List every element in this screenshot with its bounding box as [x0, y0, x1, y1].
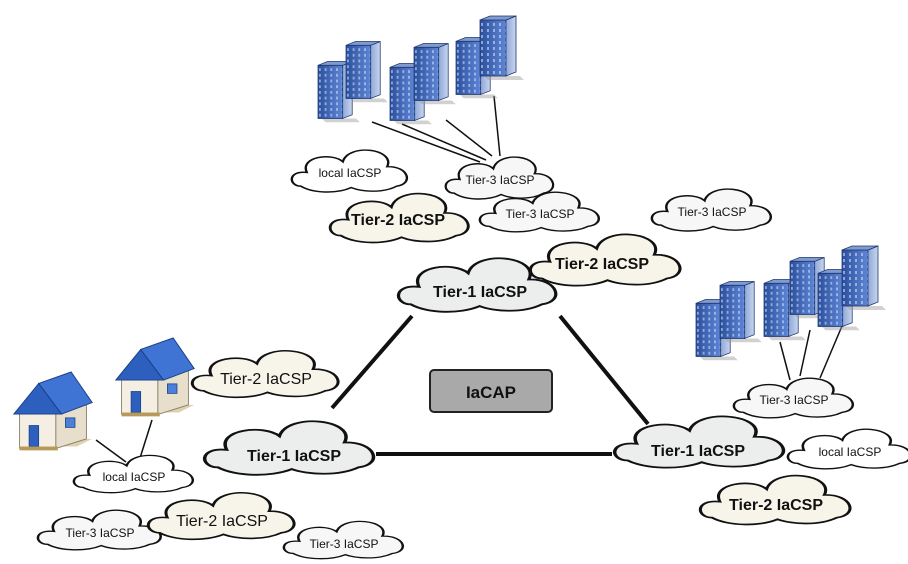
cloud-label: Tier-2 IaCSP [351, 212, 445, 229]
link-building-to-tier3 [493, 95, 501, 157]
cloud-label: local IaCSP [103, 470, 166, 484]
office-building-icon [345, 41, 389, 103]
cloud-label: Tier-2 IaCSP [176, 513, 268, 530]
office-building-icon [719, 281, 763, 343]
cloud-label: Tier-2 IaCSP [729, 497, 823, 514]
office-building-icon [479, 15, 525, 81]
link-building-to-tier3 [401, 123, 487, 161]
cloud-label: Tier-3 IaCSP [466, 173, 535, 187]
link-house-to-local [139, 419, 153, 459]
iacap-label: IaCAP [466, 383, 516, 402]
tier1-triangle [330, 314, 650, 456]
cloud-label: Tier-2 IaCSP [555, 256, 649, 273]
cloud-label: local IaCSP [319, 166, 382, 180]
cloud-label: local IaCSP [819, 445, 882, 459]
cloud-label: Tier-1 IaCSP [651, 443, 745, 460]
cloud-label: Tier-3 IaCSP [310, 537, 379, 551]
link-building-to-tier3 [371, 121, 481, 163]
link-building-to-tier3 [779, 341, 791, 381]
cloud-label: Tier-3 IaCSP [506, 207, 575, 221]
cloud-label: Tier-3 IaCSP [66, 526, 135, 540]
house-icon [13, 371, 93, 451]
cloud-label: Tier-1 IaCSP [247, 448, 341, 465]
link-building-to-tier3 [445, 119, 493, 157]
link-house-to-local [95, 439, 127, 463]
access-links [95, 95, 843, 463]
office-building-icon [413, 43, 457, 105]
iacap-box [429, 369, 553, 413]
homes [13, 337, 195, 451]
cloud-label: Tier-1 IaCSP [433, 284, 527, 301]
cloud-label: Tier-2 IaCSP [220, 371, 312, 388]
right-datacenters [695, 245, 887, 361]
top-datacenters [317, 15, 525, 125]
core-link-top-right [558, 314, 650, 426]
link-building-to-tier3 [799, 329, 811, 377]
office-building-icon [841, 245, 887, 311]
cloud-label: Tier-3 IaCSP [678, 205, 747, 219]
core-link-top-left [330, 314, 414, 410]
house-icon [115, 337, 195, 417]
cloud-label: Tier-3 IaCSP [760, 393, 829, 407]
link-building-to-tier3 [819, 325, 843, 379]
